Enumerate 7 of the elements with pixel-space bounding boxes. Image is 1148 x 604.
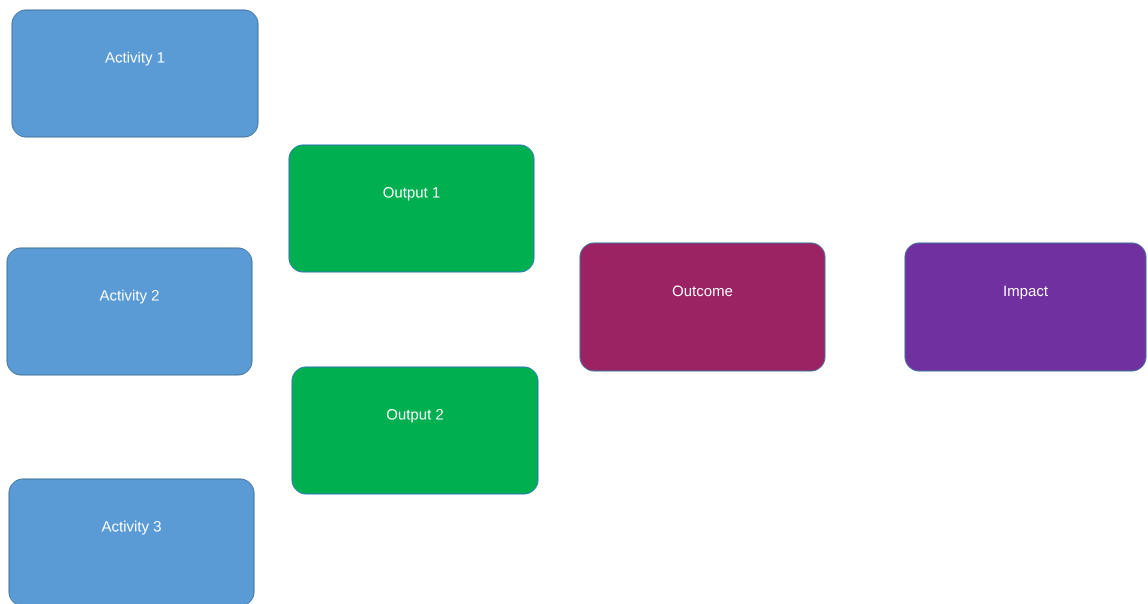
process-box: Output 1 xyxy=(288,144,535,273)
process-box: Outcome xyxy=(579,242,826,372)
process-box: Activity 2 xyxy=(6,247,253,376)
process-box: Activity 3 xyxy=(8,478,255,604)
process-box: Impact xyxy=(904,242,1147,372)
process-box: Output 2 xyxy=(291,366,539,495)
process-box: Activity 1 xyxy=(11,9,259,138)
